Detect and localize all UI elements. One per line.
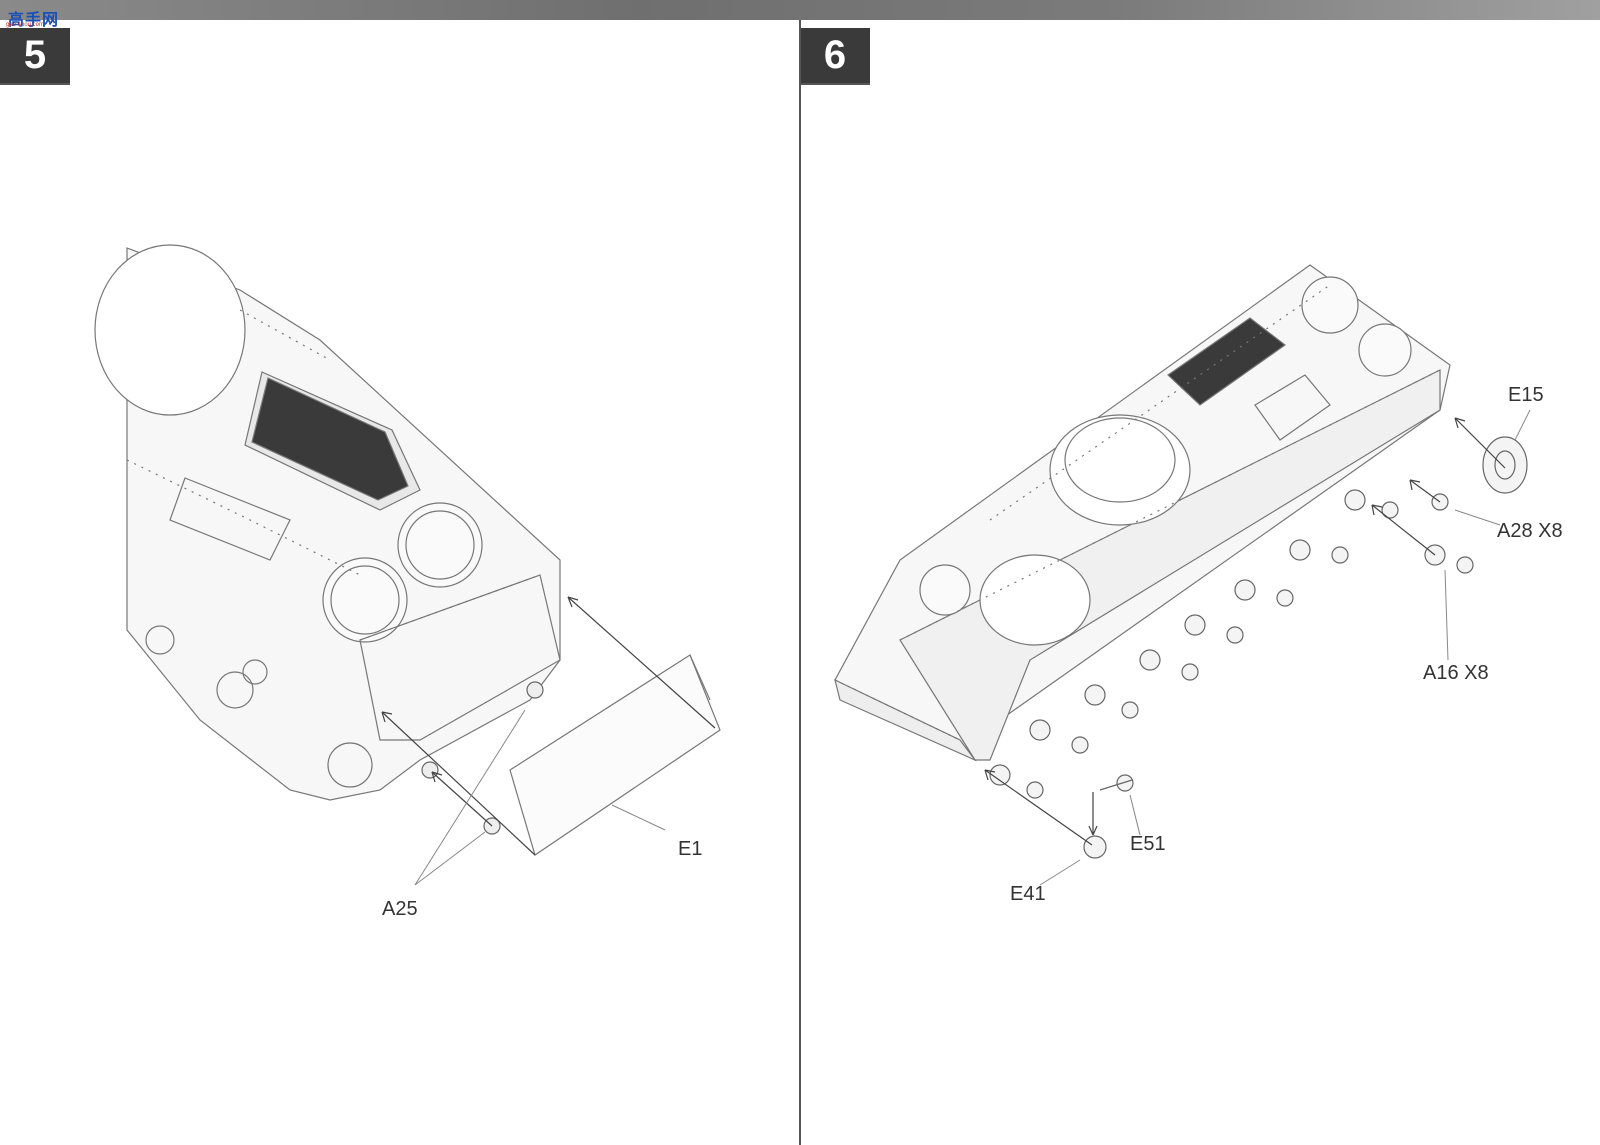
step-5-rule — [0, 83, 70, 85]
step-number-6: 6 — [800, 28, 870, 83]
callout-e51: E51 — [1130, 833, 1166, 855]
callout-e1: E1 — [678, 838, 703, 860]
step-5-hull-rear-drawing — [94, 244, 721, 886]
watermark-url: gao-shou.com — [6, 22, 45, 28]
page-top-strip — [0, 0, 1600, 20]
callout-a16-x8: A16 X8 — [1423, 662, 1489, 684]
callout-e41: E41 — [1010, 883, 1046, 905]
step-6-rule — [800, 83, 870, 85]
callout-a25: A25 — [382, 898, 418, 920]
site-watermark-logo: 高手网 gao-shou.com — [4, 6, 70, 32]
step-number-5: 5 — [0, 28, 70, 83]
callout-e15: E15 — [1508, 384, 1544, 406]
page-divider — [799, 20, 801, 1145]
callout-a28-x8: A28 X8 — [1497, 520, 1563, 542]
watermark-logo-text: 高手网 — [8, 12, 60, 29]
